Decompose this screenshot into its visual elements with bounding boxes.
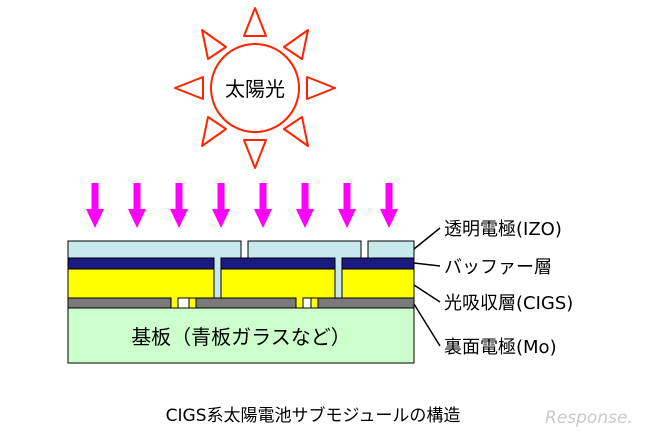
tco-segment <box>367 240 415 259</box>
sun: 太陽光 <box>174 7 336 169</box>
back-contact-segment <box>317 297 415 309</box>
tco-segment <box>247 240 362 299</box>
tco-segment <box>67 240 242 299</box>
sun-ray <box>306 76 336 100</box>
sun-ray <box>243 7 267 37</box>
label-back-contact: 裏面電極(Mo) <box>444 337 557 358</box>
light-arrow <box>170 183 188 228</box>
diagram-caption: CIGS系太陽電池サブモジュールの構造 <box>166 405 461 426</box>
light-arrow <box>86 183 104 228</box>
light-arrow <box>296 183 314 228</box>
sun-ray <box>283 29 309 60</box>
back-contact-segment <box>67 297 172 309</box>
watermark-text: Response. <box>545 408 633 428</box>
sun-circle <box>210 43 300 133</box>
label-tco: 透明電極(IZO) <box>444 219 562 240</box>
leader-line-back-contact <box>413 303 441 347</box>
leader-line-tco <box>413 227 441 250</box>
light-arrows <box>86 183 398 228</box>
leader-line-absorber <box>413 284 441 303</box>
light-arrow <box>338 183 356 228</box>
sun-ray <box>174 76 204 100</box>
label-absorber: 光吸収層(CIGS) <box>444 293 573 314</box>
substrate-label: 基板（青板ガラスなど） <box>131 325 351 349</box>
sun-label: 太陽光 <box>225 77 285 101</box>
leader-lines <box>413 227 441 347</box>
sun-ray <box>201 116 227 147</box>
light-arrow <box>254 183 272 228</box>
back-contact-segment <box>195 297 297 309</box>
light-arrow <box>380 183 398 228</box>
sun-ray <box>283 116 309 147</box>
buffer-segment <box>67 257 215 270</box>
response-watermark: Response. <box>545 408 633 428</box>
sun-ray <box>201 29 227 60</box>
layer-stack: 基板（青板ガラスなど） <box>67 240 415 364</box>
sun-ray <box>243 139 267 169</box>
sun-rays <box>174 7 336 169</box>
absorber-segment <box>310 268 415 309</box>
leader-line-buffer <box>413 262 441 267</box>
buffer-segment <box>220 257 336 270</box>
buffer-segment <box>341 257 415 270</box>
layer-labels: 透明電極(IZO) バッファー層 光吸収層(CIGS) 裏面電極(Mo) <box>444 219 573 358</box>
light-arrow <box>212 183 230 228</box>
label-buffer: バッファー層 <box>444 257 552 278</box>
light-arrow <box>128 183 146 228</box>
